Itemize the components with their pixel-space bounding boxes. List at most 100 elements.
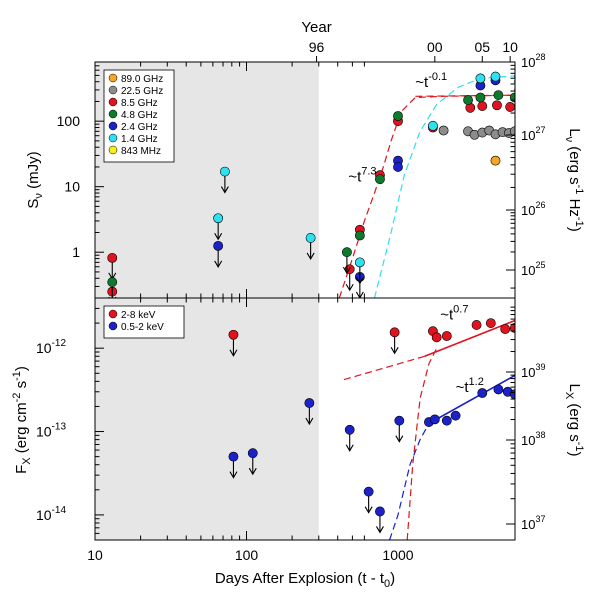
data-point-top-1-4-ghz (213, 213, 224, 224)
year-tick-label: 00 (427, 39, 443, 55)
legend-label: 1.4 GHz (121, 134, 158, 145)
y-tick-label: 10-12 (36, 338, 66, 356)
power-law-label: ~t-0.1 (415, 71, 447, 91)
data-point-bottom-0-5-2-kev (450, 410, 461, 421)
right-y-tick-label: 1027 (521, 125, 545, 143)
upper-limit-arrowhead (364, 506, 373, 514)
y-tick-label: 10-14 (36, 505, 66, 523)
legend-label: 2.4 GHz (121, 122, 158, 133)
data-point-top-1-4-ghz (490, 71, 501, 82)
data-point-top-8-5-ghz (107, 252, 118, 263)
legend-marker (108, 321, 118, 331)
right-y-tick-label: 1026 (521, 200, 545, 218)
y-tick-label: 10 (64, 179, 80, 195)
upper-limit-arrowhead (229, 471, 238, 479)
data-point-top-4-8-ghz (354, 230, 365, 241)
legend-label: 0.5-2 keV (121, 322, 164, 333)
model-curve-top-2 (373, 75, 515, 298)
model-curve-bottom-4 (428, 374, 515, 425)
right-y-tick-label: 1037 (521, 514, 545, 532)
data-point-bottom-0-5-2-kev (228, 451, 239, 462)
data-point-bottom-0-5-2-kev (429, 414, 440, 425)
data-point-top-8-5-ghz (492, 100, 502, 111)
data-point-top-89-0-ghz (490, 155, 501, 166)
data-point-bottom-2-8-kev (485, 318, 496, 328)
plot-frame-bottom (94, 297, 516, 541)
x-tick-label: 1000 (382, 547, 413, 563)
power-law-label: ~t1.2 (456, 376, 484, 396)
legend-label: 89.0 GHz (121, 74, 163, 85)
legend-label: 2-8 keV (121, 310, 156, 321)
x-tick-label: 100 (235, 547, 259, 563)
data-point-bottom-2-8-kev (228, 329, 239, 340)
y-tick-label: 10-13 (36, 422, 66, 440)
data-point-bottom-2-8-kev (471, 320, 482, 330)
data-point-top-4-8-ghz (493, 90, 504, 100)
power-law-label: ~t7.3 (348, 165, 376, 185)
data-point-top-4-8-ghz (393, 111, 403, 121)
upper-limit-arrowhead (229, 349, 238, 357)
y-axis-title-top-right: Lν (erg s-1 Hz-1) (563, 128, 585, 231)
data-point-bottom-0-5-2-kev (477, 388, 488, 398)
data-point-bottom-0-5-2-kev (247, 448, 258, 459)
data-point-top-4-8-ghz (375, 174, 385, 185)
data-point-top-1-4-ghz (475, 73, 486, 84)
data-point-top-1-4-ghz (354, 257, 365, 268)
data-point-top-4-8-ghz (475, 92, 486, 103)
data-point-top-4-8-ghz (463, 95, 473, 105)
upper-limit-arrowhead (306, 252, 315, 261)
data-point-bottom-0-5-2-kev (394, 415, 405, 426)
x-axis-title: Days After Explosion (t - t0) (215, 570, 395, 590)
year-axis-title: Year (301, 19, 331, 36)
y-tick-label: 100 (57, 113, 81, 129)
year-tick-label: 10 (502, 39, 518, 55)
upper-limit-arrowhead (342, 266, 351, 275)
legend-label: 8.5 GHz (121, 98, 158, 109)
legend-marker (108, 133, 118, 143)
legend-label: 22.5 GHz (121, 86, 163, 97)
data-point-top-4-8-ghz (107, 277, 118, 287)
upper-limit-arrowhead (395, 435, 404, 443)
data-point-top-1-4-ghz (428, 120, 438, 131)
upper-limit-arrowhead (214, 232, 223, 241)
legend-marker (108, 309, 118, 319)
y-axis-title-bottom-left: FX (erg cm-2 s-1) (11, 366, 33, 474)
x-tick-label: 10 (87, 547, 103, 563)
data-point-bottom-0-5-2-kev (493, 384, 504, 395)
data-point-top-8-5-ghz (514, 103, 515, 109)
legend-box-bottom (103, 305, 185, 339)
data-point-top-1-4-ghz (514, 79, 515, 85)
power-law-label: ~t0.7 (440, 304, 468, 324)
right-y-tick-label: 1038 (521, 430, 545, 448)
data-point-top-22-5-ghz (438, 125, 449, 136)
upper-limit-arrowhead (345, 283, 354, 292)
data-point-top-8-5-ghz (477, 101, 488, 111)
data-point-bottom-0-5-2-kev (375, 506, 385, 517)
right-y-tick-label: 1039 (521, 362, 545, 380)
data-point-bottom-0-5-2-kev (363, 486, 374, 497)
data-point-bottom-2-8-kev (389, 327, 400, 338)
model-curve-bottom-0 (343, 355, 425, 381)
upper-limit-arrowhead (248, 467, 257, 476)
upper-limit-arrowhead (305, 417, 314, 426)
data-point-top-1-4-ghz (219, 166, 230, 177)
right-y-tick-label: 1028 (521, 52, 545, 70)
legend-marker (108, 121, 118, 131)
data-point-bottom-0-5-2-kev (441, 415, 452, 426)
data-point-bottom-0-5-2-kev (344, 424, 355, 435)
upper-limit-arrowhead (214, 260, 223, 268)
upper-limit-arrowhead (355, 277, 364, 285)
data-point-bottom-2-8-kev (500, 324, 511, 334)
model-curve-bottom-2 (406, 347, 438, 540)
data-point-bottom-0-5-2-kev (304, 398, 315, 408)
right-y-tick-label: 1025 (521, 260, 545, 278)
legend-marker (108, 145, 118, 155)
model-curve-bottom-3 (389, 423, 430, 540)
model-curve-top-1 (415, 94, 515, 97)
data-point-top-843-mhz (514, 73, 515, 80)
y-tick-label: 1 (72, 244, 80, 260)
data-point-top-2-4-ghz (213, 240, 224, 251)
year-tick-label: 05 (474, 39, 490, 55)
legend-label: 4.8 GHz (121, 110, 158, 121)
